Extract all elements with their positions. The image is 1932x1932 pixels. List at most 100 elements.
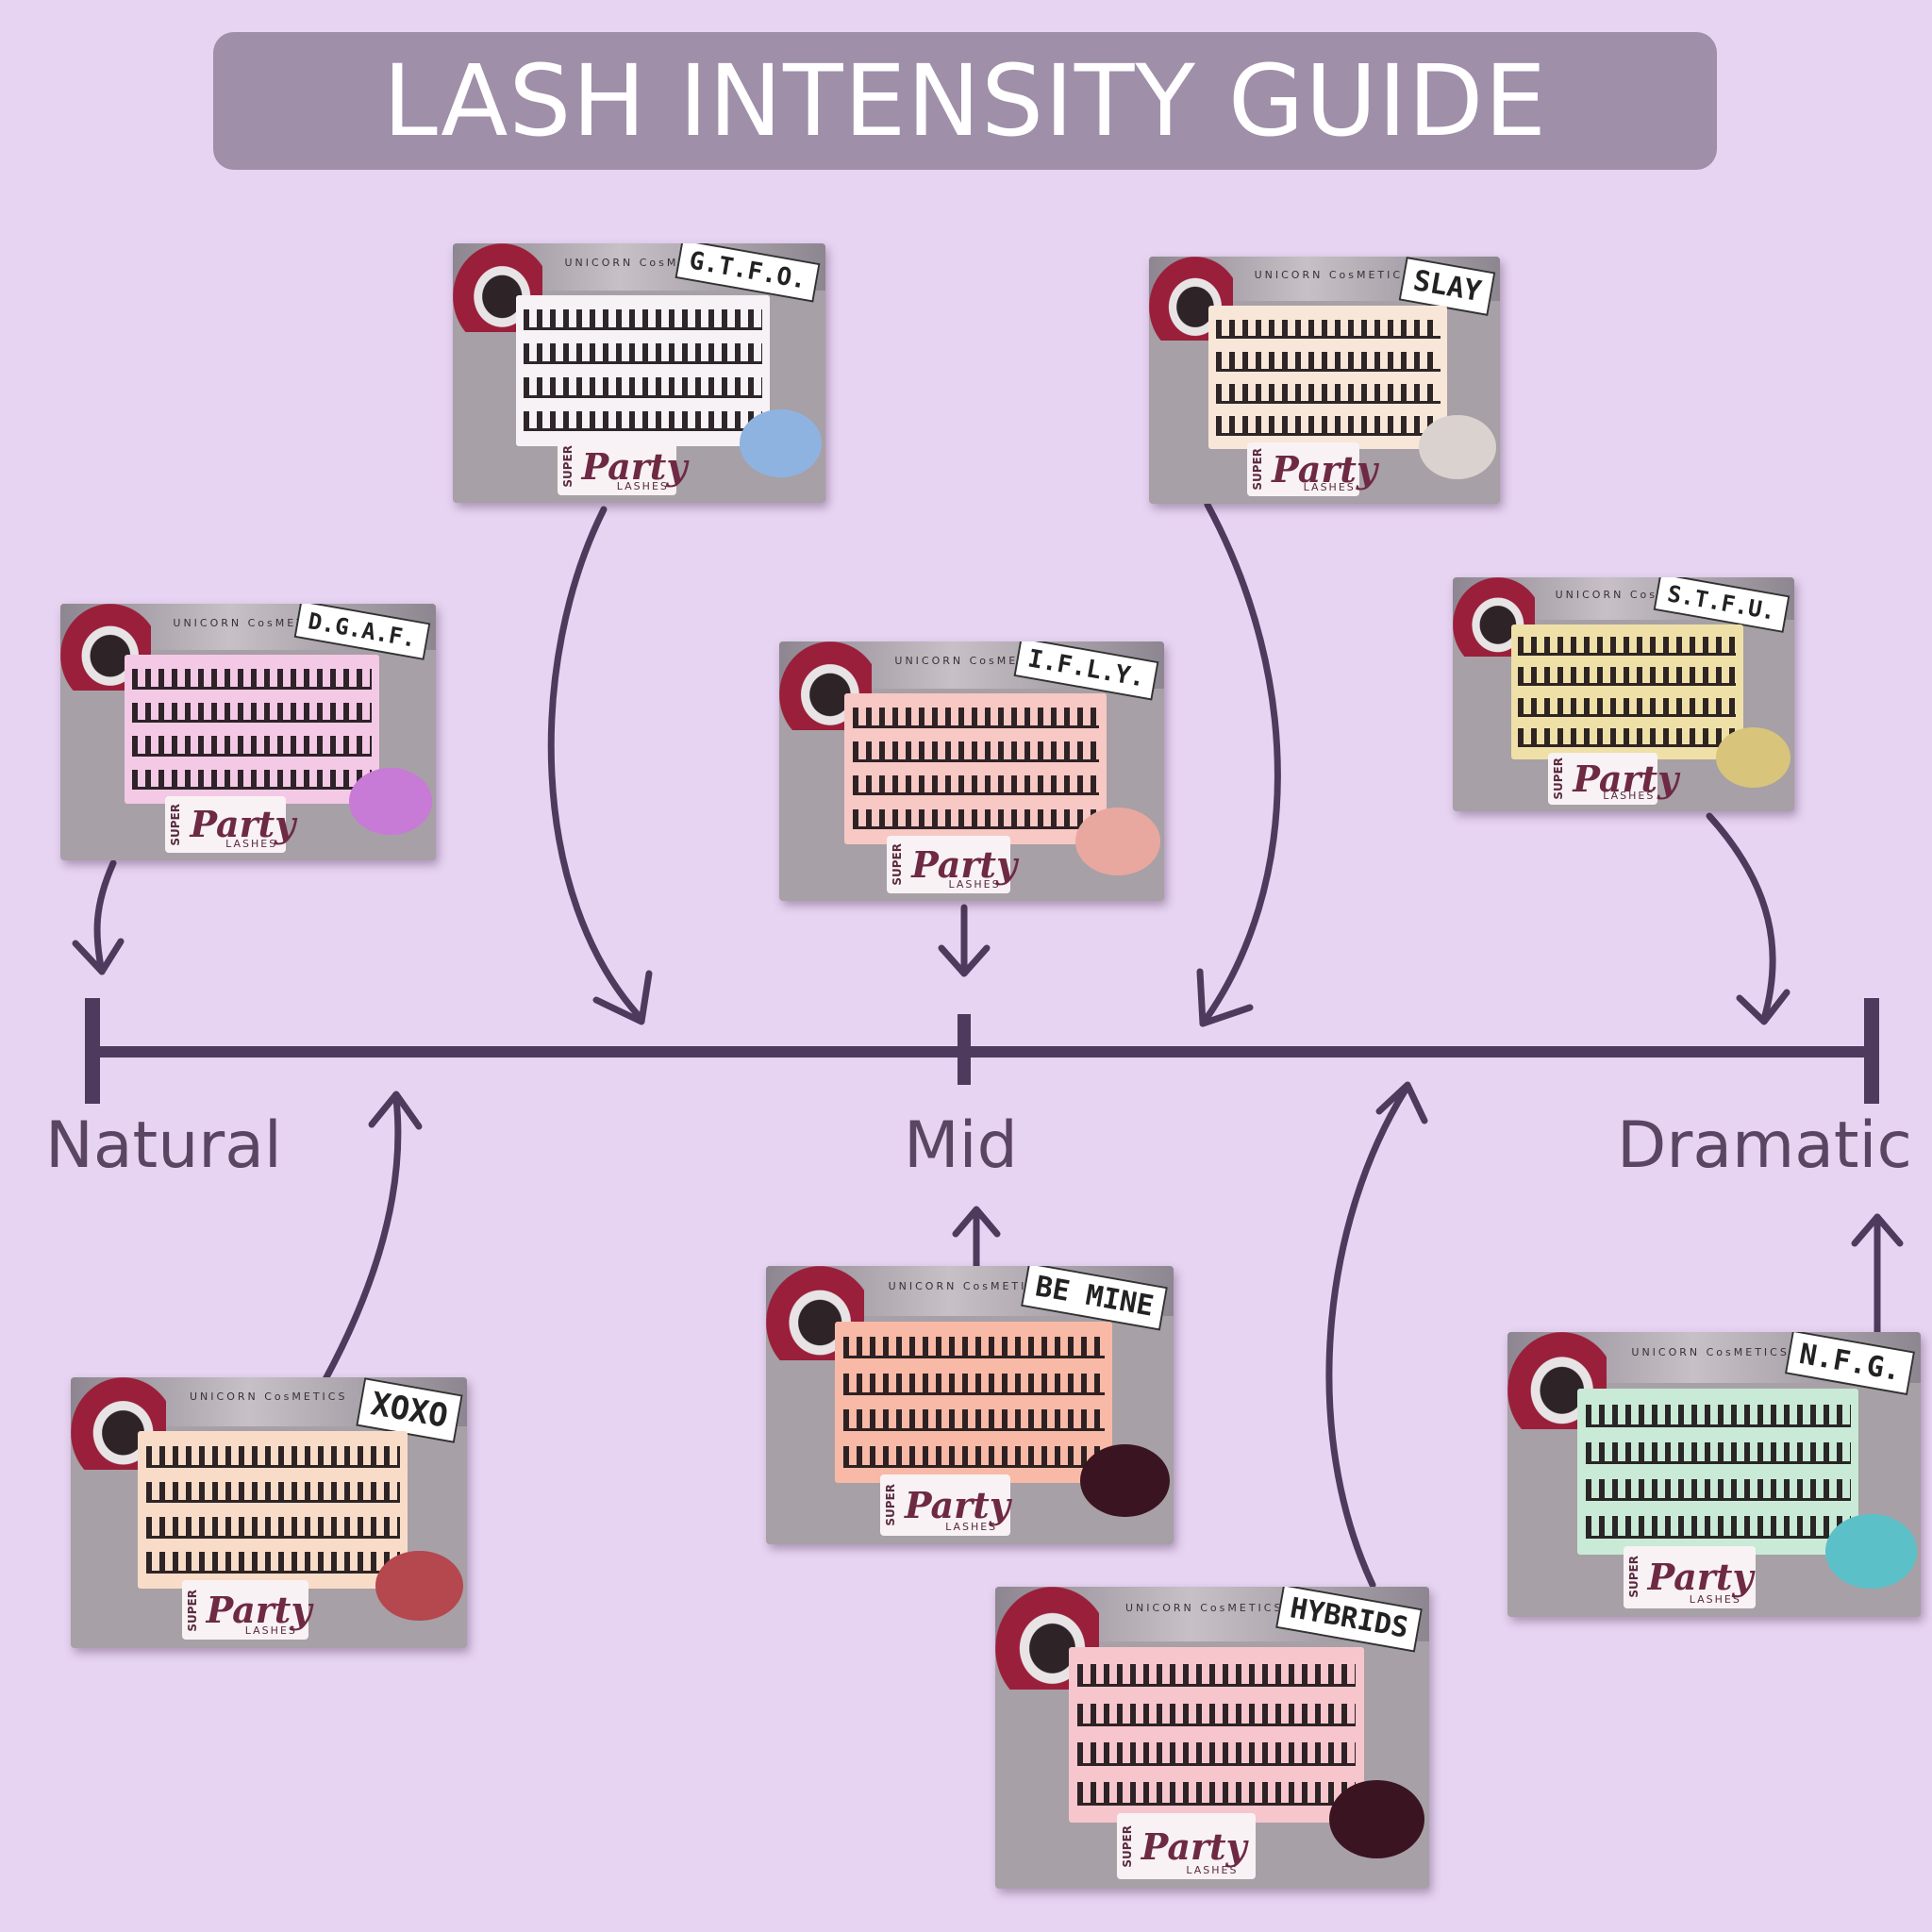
page-title: LASH INTENSITY GUIDE xyxy=(382,43,1548,158)
lash-row xyxy=(1077,1742,1356,1767)
lashes-text: LASHES xyxy=(225,837,278,850)
arrow-gtfo xyxy=(547,506,645,1023)
lips-graphic xyxy=(375,1550,463,1622)
lash-row xyxy=(524,376,762,398)
party-label: SUPER Party LASHES xyxy=(1623,1545,1756,1608)
lash-row xyxy=(524,410,762,432)
arrow-xoxo-head xyxy=(368,1091,423,1130)
lips-graphic xyxy=(1825,1514,1917,1589)
arrow-ifly-head xyxy=(938,944,991,977)
party-label: SUPER Party LASHES xyxy=(557,438,687,495)
super-text: SUPER xyxy=(891,843,905,886)
product-box-nfg: UNICORN CosMETICS N.F.G. SUPER Party LAS… xyxy=(1507,1332,1921,1617)
super-text: SUPER xyxy=(169,803,183,846)
lips-graphic xyxy=(1419,414,1497,479)
lash-tray xyxy=(516,295,770,446)
scale-label-dramatic: Dramatic xyxy=(1617,1108,1912,1183)
arrow-hybrids-head xyxy=(1375,1081,1428,1124)
product-box-slay: UNICORN CosMETICS SLAY SUPER Party LASHE… xyxy=(1149,257,1500,504)
lips-graphic xyxy=(740,409,823,477)
lash-row xyxy=(1077,1782,1356,1806)
party-label: SUPER Party LASHES xyxy=(879,1474,1011,1537)
lash-row xyxy=(1215,416,1441,437)
super-text: SUPER xyxy=(1251,448,1265,491)
lash-row xyxy=(131,736,373,757)
party-text: Party xyxy=(904,1484,1010,1527)
super-text: SUPER xyxy=(1552,757,1566,800)
arrow-nfg-head xyxy=(1851,1213,1904,1247)
lips-graphic xyxy=(1079,1443,1170,1517)
lash-row xyxy=(1517,728,1737,747)
lash-row xyxy=(1077,1703,1356,1727)
lash-row xyxy=(1215,319,1441,340)
arrow-stfu xyxy=(1706,812,1776,1023)
lash-row xyxy=(843,1409,1105,1432)
brand-label: UNICORN CosMETICS xyxy=(894,654,1053,667)
lash-row xyxy=(524,309,762,330)
party-text: Party xyxy=(206,1589,312,1632)
lashes-text: LASHES xyxy=(1186,1864,1239,1877)
lash-row xyxy=(524,342,762,364)
product-box-xoxo: UNICORN CosMETICS XOXO SUPER Party LASHE… xyxy=(71,1377,467,1648)
lash-row xyxy=(852,808,1099,830)
arrow-hybrids xyxy=(1325,1086,1409,1589)
lash-row xyxy=(1077,1663,1356,1688)
product-box-stfu: UNICORN CosMETICS S.T.F.U. SUPER Party L… xyxy=(1453,577,1794,811)
arrow-slay-head xyxy=(1196,968,1254,1027)
lashes-text: LASHES xyxy=(244,1624,297,1638)
lash-row xyxy=(145,1446,400,1468)
party-text: Party xyxy=(581,445,688,488)
arrow-xoxo xyxy=(322,1095,402,1383)
lashes-text: LASHES xyxy=(945,1521,998,1534)
lash-row xyxy=(843,1445,1105,1468)
lips-graphic xyxy=(1075,808,1160,875)
lips-graphic xyxy=(349,768,433,835)
product-box-ifly: UNICORN CosMETICS I.F.L.Y. SUPER Party L… xyxy=(779,641,1164,901)
lash-tray xyxy=(1069,1647,1364,1823)
super-text: SUPER xyxy=(560,445,575,488)
party-label: SUPER Party LASHES xyxy=(181,1580,311,1641)
arrow-bemine-head xyxy=(952,1206,1001,1238)
lashes-text: LASHES xyxy=(1689,1592,1741,1606)
party-text: Party xyxy=(1573,757,1679,800)
super-text: SUPER xyxy=(1626,1556,1641,1599)
lash-row xyxy=(1586,1441,1851,1464)
arrow-gtfo-head xyxy=(592,970,653,1025)
lash-row xyxy=(1517,697,1737,717)
product-box-be-mine: UNICORN CosMETICS BE MINE SUPER Party LA… xyxy=(766,1266,1174,1544)
product-box-hybrids: UNICORN CosMETICS HYBRIDS SUPER Party LA… xyxy=(995,1587,1429,1889)
brand-label: UNICORN CosMETICS xyxy=(888,1279,1047,1292)
lips-graphic xyxy=(1715,726,1791,789)
lash-tray xyxy=(835,1322,1113,1484)
party-text: Party xyxy=(1141,1824,1247,1868)
party-label: SUPER Party LASHES xyxy=(1247,441,1377,497)
brand-label: UNICORN CosMETICS xyxy=(1125,1602,1284,1614)
lashes-text: LASHES xyxy=(1603,789,1656,802)
lash-row xyxy=(843,1373,1105,1395)
party-text: Party xyxy=(1647,1556,1754,1599)
brand-label: UNICORN CosMETICS xyxy=(1631,1346,1790,1359)
lash-tray xyxy=(1208,306,1448,450)
party-text: Party xyxy=(190,803,296,846)
lash-tray xyxy=(1577,1389,1859,1555)
lash-row xyxy=(131,669,373,690)
lash-tray xyxy=(1510,624,1743,760)
product-box-gtfo: UNICORN CosMETICS G.T.F.O. SUPER Party L… xyxy=(453,243,825,503)
lash-tray xyxy=(844,693,1107,844)
lash-row xyxy=(1517,637,1737,656)
lash-row xyxy=(852,708,1099,728)
brand-label: UNICORN CosMETICS xyxy=(173,616,331,629)
lash-row xyxy=(852,741,1099,762)
party-label: SUPER Party LASHES xyxy=(165,796,295,853)
party-label: SUPER Party LASHES xyxy=(1116,1813,1256,1880)
party-text: Party xyxy=(1272,447,1377,491)
lash-row xyxy=(131,702,373,724)
lips-graphic xyxy=(1329,1779,1425,1858)
lashes-text: LASHES xyxy=(1303,481,1356,494)
lash-row xyxy=(1586,1405,1851,1427)
brand-label: UNICORN CosMETICS xyxy=(190,1391,348,1404)
party-label: SUPER Party LASHES xyxy=(1548,753,1678,805)
scale-label-natural: Natural xyxy=(45,1108,282,1183)
product-box-dgaf: UNICORN CosMETICS D.G.A.F. SUPER Party L… xyxy=(60,604,436,860)
